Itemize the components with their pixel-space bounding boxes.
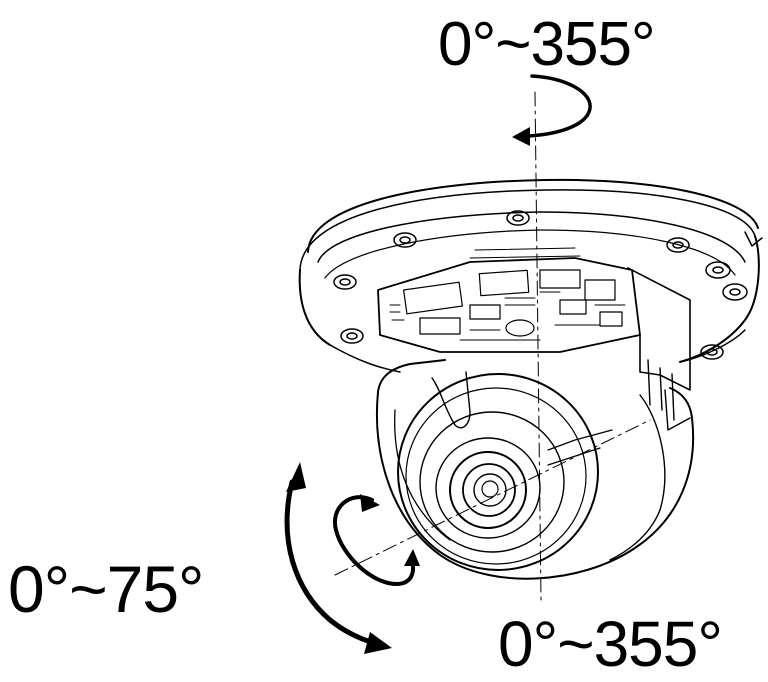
pan-range-label: 0°~355° bbox=[438, 10, 656, 79]
mount-screw-holes bbox=[333, 210, 748, 360]
tilt-range-label: 0°~75° bbox=[8, 552, 204, 626]
camera-ball-housing bbox=[376, 359, 695, 580]
rotation-range-label: 0°~355° bbox=[498, 608, 723, 680]
pan-axis-line bbox=[534, 91, 542, 601]
camera-lens bbox=[397, 373, 613, 571]
ceiling-mount-base bbox=[298, 178, 763, 373]
circuit-board bbox=[377, 247, 691, 421]
tilt-axis-line bbox=[334, 419, 651, 576]
tilt-arrow bbox=[284, 462, 392, 654]
pan-rotation-arrow bbox=[512, 74, 592, 146]
lens-rotation-arrow bbox=[332, 494, 420, 587]
